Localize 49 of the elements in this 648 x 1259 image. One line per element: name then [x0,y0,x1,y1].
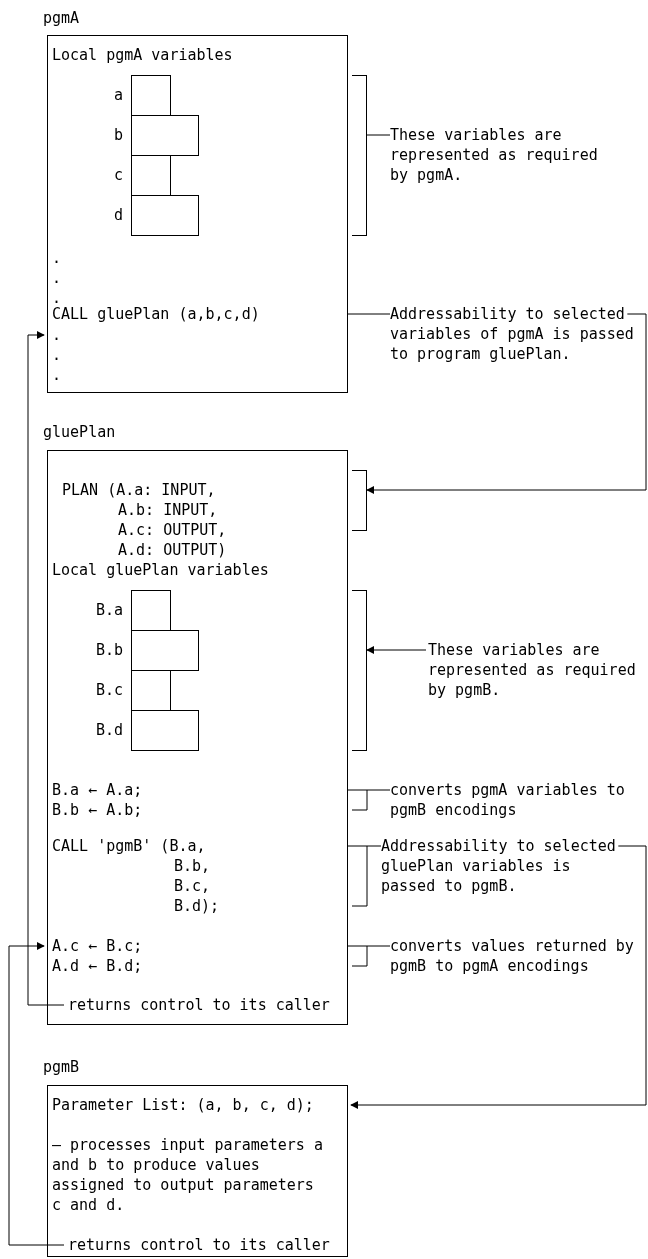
code-line: A.c ← B.c; [52,936,143,956]
program-name: pgmB [43,1057,80,1077]
code-line: returns control to its caller [68,1235,344,1255]
variable-name: c [113,165,123,185]
code-line: A.c: OUTPUT, [118,520,227,540]
code-line: Parameter List: (a, b, c, d); [52,1095,342,1115]
leader-line [347,313,391,315]
code-line: B.b, [174,856,211,876]
bracket [352,470,367,531]
section-heading: Local gluePlan variables [52,560,269,580]
leader-line [347,845,382,907]
code-line: B.d); [174,896,220,916]
arrow [8,942,65,1246]
code-line: CALL 'pgmB' (B.a, [52,836,206,856]
code-line: A.b: INPUT, [118,500,218,520]
program-name: gluePlan [43,422,116,442]
variable-name: b [113,125,123,145]
arrow [350,845,647,1109]
variable-name: a [113,85,123,105]
annotation-text: Addressability to selected variables of pgmA is passed to program gluePlan. [390,304,639,364]
bracket [352,75,367,236]
code-line: B.a ← A.a; [52,780,143,800]
annotation-text: These variables are represented as required by pgmA. [390,125,603,185]
code-line: A.d ← B.d; [52,956,143,976]
code-line: A.d: OUTPUT) [118,540,227,560]
variable-name: d [113,205,123,225]
program-name: pgmA [43,8,80,28]
annotation-text: These variables are represented as required by pgmB. [428,640,641,700]
code-line: returns control to its caller [68,995,344,1015]
arrow [366,313,647,494]
code-line: B.b ← A.b; [52,800,143,820]
variable-name: B.c [95,680,123,700]
arrow [366,646,427,654]
code-line: – processes input parameters a and b to produce values assigned to output parameters c and d. [52,1135,328,1215]
leader-line [347,789,391,811]
leader-line [366,134,391,136]
annotation-text: converts values returned by pgmB to pgmA encodings [390,936,639,976]
code-line: PLAN (A.a: INPUT, [62,480,216,500]
annotation-text: converts pgmA variables to pgmB encodings [390,780,630,820]
annotation-text: Addressability to selected gluePlan variables is passed to pgmB. [381,836,621,896]
variable-name: B.b [95,640,123,660]
code-line: B.c, [174,876,211,896]
variable-name: B.d [95,720,123,740]
bracket [352,590,367,751]
variable-name: B.a [95,600,123,620]
arrow [27,331,65,1006]
section-heading: Local pgmA variables [52,45,233,65]
code-line: . . . [52,325,62,385]
leader-line [347,945,391,967]
